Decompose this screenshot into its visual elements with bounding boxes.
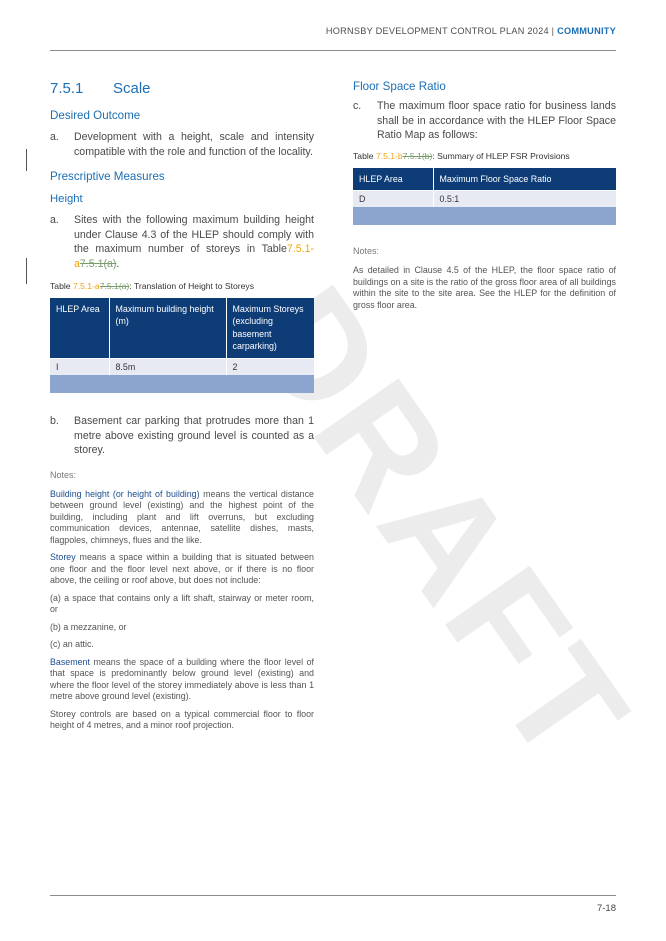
caption-suffix: : Translation of Height to Storeys [129, 280, 255, 291]
caption-prefix: Table [353, 150, 376, 161]
change-bar [26, 258, 27, 284]
desired-outcome-heading: Desired Outcome [50, 109, 141, 122]
note-term: Basement [50, 656, 90, 667]
section-title: Scale [113, 80, 151, 97]
table-ref-new: 7.5.1-a [72, 280, 100, 291]
left-column: 7.5.1 Scale Desired Outcome a. Developme… [50, 80, 314, 732]
note-text: means the space of a building where the … [50, 656, 314, 702]
table-header-row: HLEP Area Maximum Floor Space Ratio [353, 167, 616, 191]
table-header-cell: Maximum Floor Space Ratio [433, 167, 616, 191]
table-cell: 8.5m [109, 357, 227, 375]
table-row: I 8.5m 2 [50, 357, 314, 375]
table-header-cell: HLEP Area [353, 167, 434, 191]
note-storey: Storey means a space within a building t… [50, 552, 314, 587]
table-row: D 0.5:1 [353, 190, 616, 208]
table-header-cell: Maximum Storeys (excluding basement carp… [226, 297, 314, 359]
note-text: means a space within a building that is … [50, 552, 314, 586]
note-term: Building height (or height of building) [50, 488, 200, 499]
table-header-cell: Maximum building height (m) [109, 297, 227, 359]
note-building-height: Building height (or height of building) … [50, 489, 314, 547]
item-text: The maximum floor space ratio for busine… [377, 100, 616, 142]
table-caption: Table 7.5.1-a7.5.1(a): Translation of He… [50, 281, 314, 291]
item-label: b. [50, 414, 59, 427]
table-ref-new: 7.5.1-a [74, 243, 314, 270]
table-ref-old: 7.5.1(a) [79, 257, 117, 270]
fsr-table: HLEP Area Maximum Floor Space Ratio D 0.… [353, 167, 616, 208]
caption-suffix: : Summary of HLEP FSR Provisions [432, 150, 570, 161]
note-storey-controls: Storey controls are based on a typical c… [50, 708, 314, 731]
note-term: Storey [50, 552, 76, 563]
table-cell: 2 [226, 357, 314, 375]
page-number: 7-18 [596, 903, 616, 914]
running-header: HORNSBY DEVELOPMENT CONTROL PLAN 2024 | … [326, 26, 616, 36]
item-label: a. [50, 214, 59, 227]
table-caption: Table 7.5.1-b7.5.1(b): Summary of HLEP F… [353, 151, 616, 161]
item-label: a. [50, 131, 59, 143]
prescriptive-measures-heading: Prescriptive Measures [50, 170, 165, 184]
item-text: Sites with the following maximum buildin… [74, 213, 314, 271]
fsr-heading: Floor Space Ratio [353, 80, 446, 93]
table-ref-old: 7.5.1(b) [402, 150, 433, 161]
table-cell: D [353, 190, 434, 208]
footer-rule [50, 895, 616, 896]
table-ref-new: 7.5.1-b [375, 150, 403, 161]
note-basement: Basement means the space of a building w… [50, 657, 314, 703]
section-heading: 7.5.1 Scale [50, 80, 314, 97]
table-header-cell: HLEP Area [50, 297, 110, 359]
note-storey-a: (a) a space that contains only a lift sh… [50, 592, 314, 615]
height-item-a: a. Sites with the following maximum buil… [50, 213, 314, 271]
change-bar [26, 149, 27, 171]
height-storeys-table: HLEP Area Maximum building height (m) Ma… [50, 297, 314, 375]
notes-label: Notes: [50, 469, 77, 480]
table-header-row: HLEP Area Maximum building height (m) Ma… [50, 297, 314, 359]
table-footer-band [353, 207, 616, 226]
note-storey-c: (c) an attic. [50, 639, 94, 650]
item-text-end: . [116, 257, 120, 270]
section-number: 7.5.1 [50, 80, 84, 97]
note-text: means the vertical distance between grou… [50, 488, 314, 545]
caption-prefix: Table [50, 280, 73, 291]
fsr-item-c: c. The maximum floor space ratio for bus… [353, 99, 616, 143]
header-separator: | [551, 26, 555, 36]
table-footer-band [50, 374, 314, 393]
table-cell: I [50, 357, 110, 375]
item-label: c. [353, 100, 362, 112]
header-doc-title: HORNSBY DEVELOPMENT CONTROL PLAN 2024 [325, 26, 549, 36]
header-rule [50, 50, 616, 51]
desired-outcome-item: a. Development with a height, scale and … [50, 130, 314, 159]
note-fsr: As detailed in Clause 4.5 of the HLEP, t… [353, 265, 616, 310]
table-ref-old: 7.5.1(a) [99, 280, 130, 291]
header-section: COMMUNITY [557, 26, 616, 36]
note-storey-b: (b) a mezzanine, or [50, 621, 127, 632]
basement-item-b: b. Basement car parking that protrudes m… [50, 414, 314, 458]
right-column: Floor Space Ratio c. The maximum floor s… [353, 80, 616, 311]
height-heading: Height [50, 193, 83, 206]
item-text: Basement car parking that protrudes more… [74, 414, 314, 457]
item-text: Development with a height, scale and int… [74, 131, 314, 158]
item-text-body: Sites with the following maximum buildin… [74, 214, 314, 256]
table-cell: 0.5:1 [433, 190, 616, 208]
notes-label: Notes: [353, 246, 380, 257]
